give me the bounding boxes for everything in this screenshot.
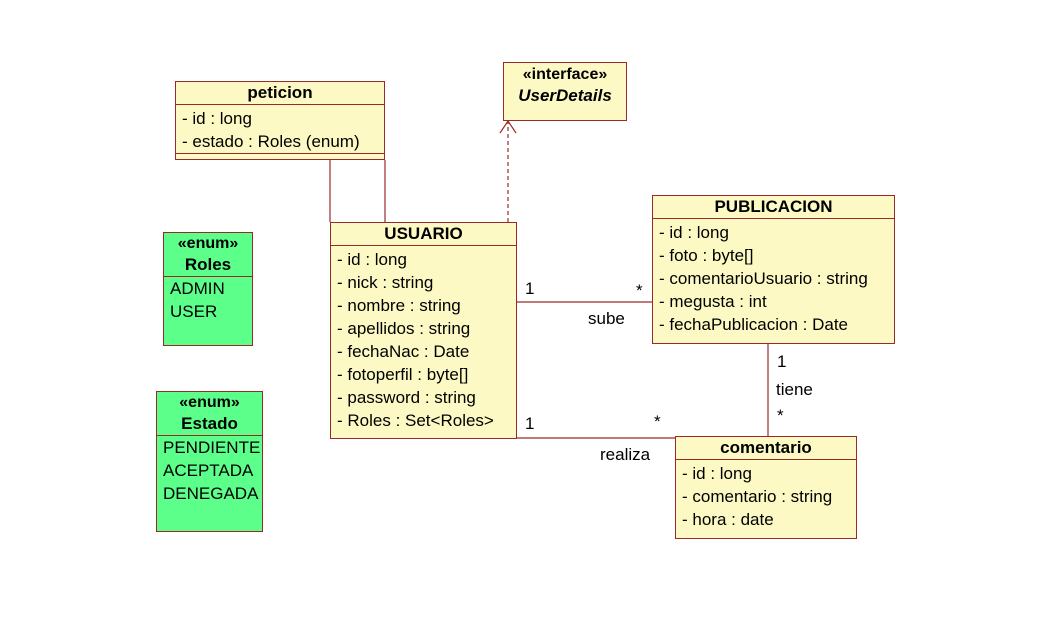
attribute: - fechaPublicacion : Date [659,315,848,334]
enum-literal: USER [170,302,218,321]
class-name: PUBLICACION [714,197,833,216]
multiplicity-realiza-source: 1 [525,414,535,433]
interface-userdetails[interactable]: «interface» UserDetails [503,62,627,121]
multiplicity-realiza-target: * [654,412,661,431]
attribute: - id : long [337,250,407,269]
class-name: USUARIO [384,224,463,243]
class-comentario[interactable]: comentario - id : long - comentario : st… [675,436,857,539]
attribute: - foto : byte[] [659,246,754,265]
attribute: - hora : date [682,510,774,529]
multiplicity-tiene-target: * [777,406,784,425]
realization-arrowhead [499,119,517,134]
class-usuario[interactable]: USUARIO - id : long - nick : string - no… [330,222,517,439]
multiplicity-sube-source: 1 [525,279,535,298]
enum-name: Roles [184,255,232,274]
enum-literal: ACEPTADA [163,461,254,480]
attribute: - nombre : string [337,296,461,315]
association-sube-label: sube [588,309,625,328]
association-tiene-label: tiene [776,380,813,399]
attribute: - apellidos : string [337,319,471,338]
multiplicity-sube-target: * [636,281,643,300]
attribute-compartment: - id : long - estado : Roles (enum) [176,104,384,153]
attribute: - Roles : Set<Roles> [337,411,494,430]
enum-literal: DENEGADA [163,484,259,503]
interface-name: UserDetails [518,86,612,105]
literal-compartment: PENDIENTE ACEPTADA DENEGADA [157,435,262,505]
class-name: peticion [247,83,313,102]
attribute: - id : long [182,109,252,128]
attribute: - comentarioUsuario : string [659,269,868,288]
attribute-compartment: - id : long - comentario : string - hora… [676,459,856,531]
enum-literal: ADMIN [170,279,225,298]
literal-compartment: ADMIN USER [164,276,252,323]
attribute: - comentario : string [682,487,833,506]
stereotype-label: «enum» [177,235,239,252]
multiplicity-tiene-source: 1 [777,352,787,371]
class-publicacion[interactable]: PUBLICACION - id : long - foto : byte[] … [652,195,895,344]
attribute: - password : string [337,388,476,407]
enum-literal: PENDIENTE [163,438,261,457]
attribute-compartment: - id : long - foto : byte[] - comentario… [653,218,894,336]
attribute: - fechaNac : Date [337,342,470,361]
stereotype-label: «enum» [179,394,240,411]
class-peticion[interactable]: peticion - id : long - estado : Roles (e… [175,81,385,160]
attribute-compartment: - id : long - nick : string - nombre : s… [331,245,516,432]
attribute: - megusta : int [659,292,767,311]
enum-roles[interactable]: «enum» Roles ADMIN USER [163,232,253,346]
enum-estado[interactable]: «enum» Estado PENDIENTE ACEPTADA DENEGAD… [156,391,263,532]
attribute: - nick : string [337,273,434,292]
enum-name: Estado [181,414,238,433]
stereotype-label: «interface» [522,66,608,83]
attribute: - id : long [682,464,752,483]
operation-compartment [176,153,384,162]
attribute: - estado : Roles (enum) [182,132,360,151]
attribute: - fotoperfil : byte[] [337,365,469,384]
association-realiza-label: realiza [600,445,651,464]
class-name: comentario [720,438,812,457]
attribute: - id : long [659,223,729,242]
